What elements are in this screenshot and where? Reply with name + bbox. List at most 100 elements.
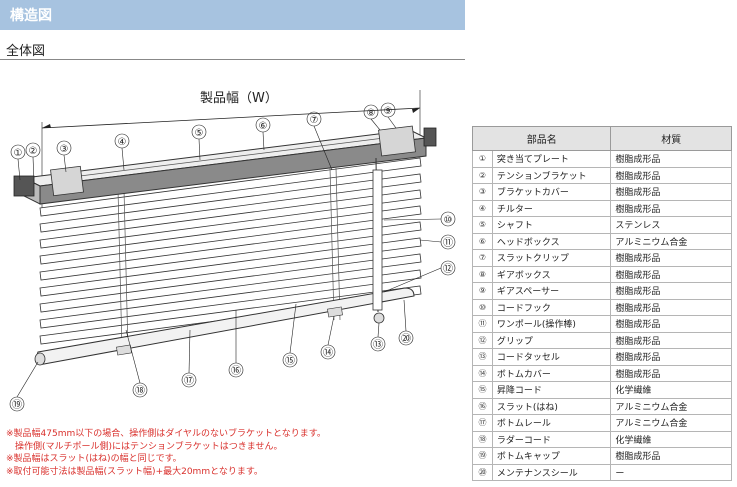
part-material: 化学繊維 bbox=[610, 381, 732, 399]
bottom-cover bbox=[327, 306, 343, 318]
part-number: ③ bbox=[472, 183, 493, 201]
part-number: ⑫ bbox=[472, 331, 493, 349]
callout-label: ② bbox=[29, 146, 38, 157]
part-material: ー bbox=[610, 463, 732, 481]
part-number: ⑤ bbox=[472, 216, 493, 234]
part-material: 樹脂成形品 bbox=[610, 348, 732, 366]
end-plate bbox=[423, 127, 437, 147]
wand bbox=[372, 169, 383, 311]
blind-diagram: 製品幅（W） bbox=[9, 90, 456, 412]
part-name: スラットクリップ bbox=[492, 249, 612, 267]
part-material: アルミニウム合金 bbox=[610, 414, 732, 432]
part-material: 樹脂成形品 bbox=[610, 150, 732, 168]
callout-label: ⑳ bbox=[401, 333, 411, 345]
part-material: 樹脂成形品 bbox=[610, 364, 732, 382]
tension-bracket bbox=[13, 175, 35, 197]
part-number: ⑬ bbox=[472, 348, 493, 366]
slat bbox=[39, 269, 422, 329]
part-material: 樹脂成形品 bbox=[610, 166, 732, 184]
part-name: 突き当てプレート bbox=[492, 150, 612, 168]
callout-label: ⑲ bbox=[12, 399, 22, 411]
callout-label: ⑦ bbox=[310, 115, 319, 126]
note-line: ※製品幅475mm以下の場合、操作側はダイヤルのないブラケットとなります。 bbox=[6, 429, 326, 439]
part-number: ⑩ bbox=[472, 298, 493, 316]
slat bbox=[39, 253, 422, 313]
part-number: ⑰ bbox=[472, 414, 493, 432]
part-name: スラット(はね) bbox=[492, 397, 612, 415]
part-number: ⑯ bbox=[472, 397, 493, 415]
part-material: 樹脂成形品 bbox=[610, 298, 732, 316]
part-number: ⑧ bbox=[472, 265, 493, 283]
part-name: コードフック bbox=[492, 298, 612, 316]
title-rule bbox=[0, 59, 465, 60]
part-number: ⑳ bbox=[472, 463, 493, 481]
part-number: ⑮ bbox=[472, 381, 493, 399]
part-name: シャフト bbox=[492, 216, 612, 234]
part-number: ⑪ bbox=[472, 315, 493, 333]
cord-tassel bbox=[373, 312, 385, 324]
slat bbox=[39, 285, 422, 345]
part-name: ヘッドボックス bbox=[492, 232, 612, 250]
slat bbox=[39, 173, 422, 233]
callout-label: ⑧ bbox=[367, 108, 376, 119]
diagram-title: 全体図 bbox=[6, 44, 46, 59]
gear-box bbox=[378, 125, 416, 157]
part-material: 樹脂成形品 bbox=[610, 331, 732, 349]
part-name: 昇降コード bbox=[492, 381, 612, 399]
slat bbox=[39, 157, 422, 217]
part-number: ⑭ bbox=[472, 364, 493, 382]
callout-label: ⑰ bbox=[184, 375, 194, 387]
part-material: 樹脂成形品 bbox=[610, 315, 732, 333]
part-material: 樹脂成形品 bbox=[610, 265, 732, 283]
ladder-cord bbox=[123, 189, 129, 351]
callout-label: ⑱ bbox=[135, 385, 145, 397]
part-name: テンションブラケット bbox=[492, 166, 612, 184]
callout-label: ⑭ bbox=[323, 347, 333, 359]
ladder-cord bbox=[117, 189, 123, 351]
width-arrow-right bbox=[412, 108, 420, 113]
parts-table-header: 部品名 材質 bbox=[471, 126, 732, 151]
part-name: ギアスペーサー bbox=[492, 282, 612, 300]
part-material: 樹脂成形品 bbox=[610, 249, 732, 267]
width-arrow-left bbox=[42, 124, 51, 128]
part-number: ⑥ bbox=[472, 232, 493, 250]
header-material: 材質 bbox=[610, 126, 732, 151]
part-name: グリップ bbox=[492, 331, 612, 349]
notes: ※製品幅475mm以下の場合、操作側はダイヤルのないブラケットとなります。 操作… bbox=[6, 428, 436, 478]
bottom-cap bbox=[34, 352, 46, 366]
part-material: 化学繊維 bbox=[610, 430, 732, 448]
part-number: ⑲ bbox=[472, 447, 493, 465]
part-name: チルター bbox=[492, 199, 612, 217]
part-material: 樹脂成形品 bbox=[610, 447, 732, 465]
header-part-name: 部品名 bbox=[471, 126, 612, 151]
ladder-cord bbox=[335, 167, 341, 321]
bracket-cover bbox=[50, 165, 84, 197]
part-name: ボトムレール bbox=[492, 414, 612, 432]
slat bbox=[39, 205, 422, 265]
width-dimension-line bbox=[41, 107, 421, 129]
slat bbox=[39, 189, 422, 249]
part-material: 樹脂成形品 bbox=[610, 183, 732, 201]
callout-label: ⑬ bbox=[373, 339, 383, 351]
callout-label: ⑤ bbox=[195, 128, 204, 139]
part-name: ボトムカバー bbox=[492, 364, 612, 382]
part-name: ギアボックス bbox=[492, 265, 612, 283]
part-name: ボトムキャップ bbox=[492, 447, 612, 465]
part-material: アルミニウム合金 bbox=[610, 397, 732, 415]
part-number: ⑨ bbox=[472, 282, 493, 300]
part-name: ブラケットカバー bbox=[492, 183, 612, 201]
part-number: ① bbox=[472, 150, 493, 168]
